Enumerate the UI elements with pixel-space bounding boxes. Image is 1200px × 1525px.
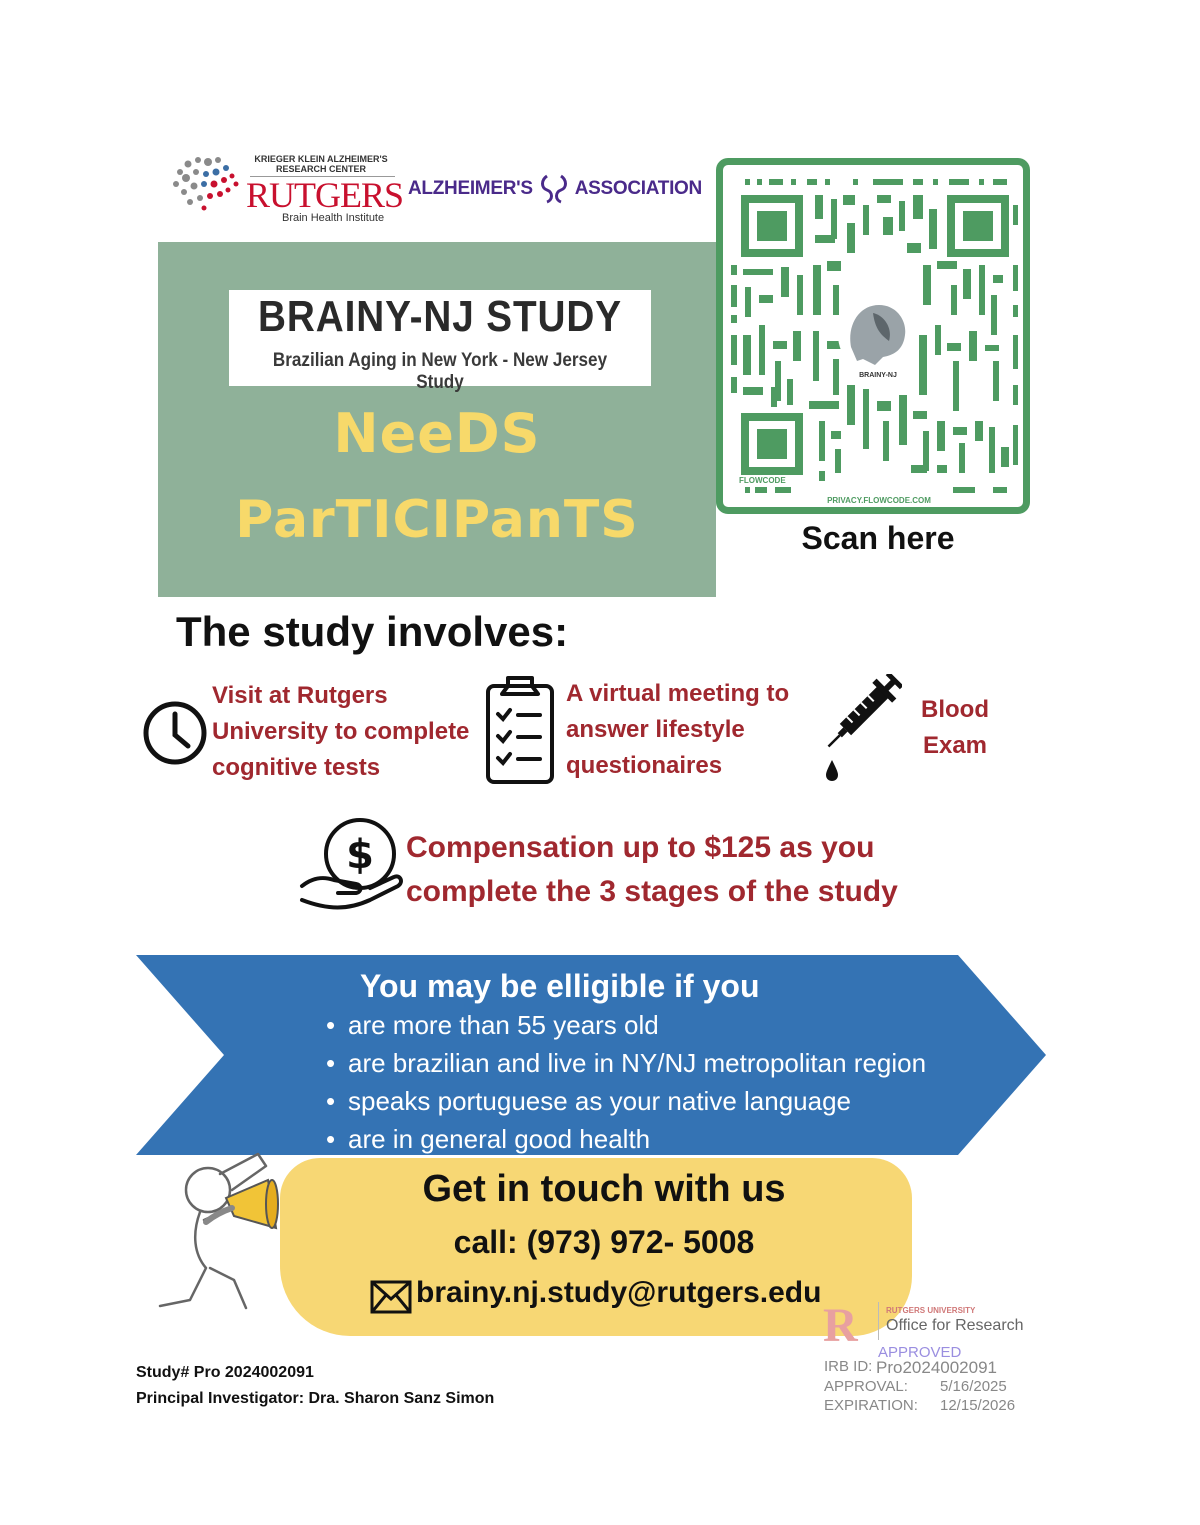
hand-holding-coin-icon: $	[300, 818, 403, 910]
contact-email-link[interactable]: brainy.nj.study@rutgers.edu	[416, 1276, 822, 1309]
qr-code[interactable]: BRAINY-NJ FLOWCODE PRIVACY.FLOWCODE.COM	[716, 158, 1030, 514]
irb-expiration-row: EXPIRATION:12/15/2026	[824, 1397, 1016, 1414]
title-box	[229, 290, 651, 386]
brain-health-institute-label: Brain Health Institute	[282, 212, 385, 224]
list-item: are in general good health	[326, 1122, 926, 1160]
irb-id-row: IRB ID:Pro2024002091	[824, 1358, 998, 1377]
contact-phone[interactable]: call: (973) 972- 5008	[453, 1224, 755, 1260]
person-megaphone-icon	[158, 1152, 279, 1310]
svg-text:$: $	[346, 832, 374, 878]
irb-office-label: Office for Research	[886, 1317, 1024, 1334]
svg-text:BRAINY-NJ: BRAINY-NJ	[859, 372, 897, 379]
list-item: are more than 55 years old	[326, 1008, 926, 1046]
scan-here-label: Scan here	[801, 520, 955, 556]
qr-pattern: BRAINY-NJ FLOWCODE PRIVACY.FLOWCODE.COM	[731, 179, 1018, 505]
irb-divider	[878, 1302, 879, 1340]
involves-item-blood-exam: Blood Exam	[921, 696, 989, 759]
participants-heading: ParTICIPanTS	[235, 490, 639, 550]
rutgers-wordmark: RUTGERS	[246, 175, 404, 215]
involves-item-virtual-meeting: A virtual meeting to answer lifestyle qu…	[566, 680, 790, 779]
rutgers-r-logo: R	[823, 1299, 858, 1352]
list-item: speaks portuguese as your native languag…	[326, 1084, 926, 1122]
envelope-icon	[370, 1280, 412, 1314]
involves-item-visit: Visit at Rutgers University to complete …	[212, 682, 470, 781]
study-number: Study# Pro 2024002091	[136, 1364, 314, 1381]
list-item: are brazilian and live in NY/NJ metropol…	[326, 1046, 926, 1084]
contact-heading: Get in touch with us	[422, 1168, 786, 1210]
principal-investigator: Principal Investigator: Dra. Sharon Sanz…	[136, 1390, 495, 1407]
alzheimers-association-logo: ALZHEIMER'S ASSOCIATION	[408, 172, 702, 206]
eligibility-list: are more than 55 years old are brazilian…	[326, 1008, 926, 1160]
svg-text:FLOWCODE: FLOWCODE	[739, 476, 786, 485]
irb-university-label: RUTGERS UNIVERSITY	[886, 1306, 976, 1315]
involves-heading: The study involves:	[176, 608, 569, 655]
brain-dots-icon	[173, 157, 239, 211]
study-subtitle: Brazilian Aging in New York - New Jersey…	[272, 350, 608, 393]
irb-approved-label: APPROVED	[878, 1344, 962, 1361]
irb-approval-row: APPROVAL:5/16/2025	[824, 1378, 1007, 1395]
syringe-icon	[826, 674, 902, 781]
alz-association-symbol-icon	[540, 174, 567, 204]
svg-text:PRIVACY.FLOWCODE.COM: PRIVACY.FLOWCODE.COM	[827, 496, 931, 505]
compensation-text: Compensation up to $125 as you complete …	[406, 831, 898, 908]
study-title: BRAINY-NJ STUDY	[258, 292, 622, 341]
rutgers-bhi-logo: KRIEGER KLEIN ALZHEIMER'S RESEARCH CENTE…	[170, 150, 404, 230]
rutgers-center-name: KRIEGER KLEIN ALZHEIMER'S RESEARCH CENTE…	[254, 154, 388, 174]
needs-heading: NeeDS	[333, 402, 541, 465]
eligibility-heading: You may be elligible if you	[360, 968, 760, 1004]
clipboard-checklist-icon	[486, 676, 554, 784]
contact-box	[280, 1158, 912, 1336]
clock-icon	[143, 701, 207, 765]
